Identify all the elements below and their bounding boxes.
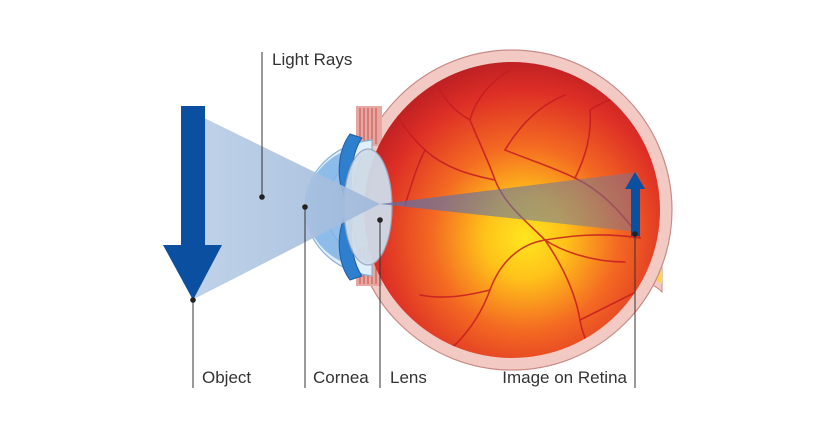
- retina-image-arrow: [625, 172, 645, 236]
- light-rays-incoming: [192, 112, 380, 300]
- light-rays-label: Light Rays: [272, 50, 352, 69]
- lens-label: Lens: [390, 368, 427, 387]
- light-rays: [192, 112, 638, 300]
- leader-lines: [192, 52, 636, 388]
- cornea-label: Cornea: [313, 368, 369, 387]
- leader-dots: [190, 194, 638, 303]
- object-arrow: [163, 106, 222, 300]
- image-on-retina-label: Image on Retina: [502, 368, 627, 387]
- light-rays-refracted: [380, 172, 638, 232]
- object-label: Object: [202, 368, 251, 387]
